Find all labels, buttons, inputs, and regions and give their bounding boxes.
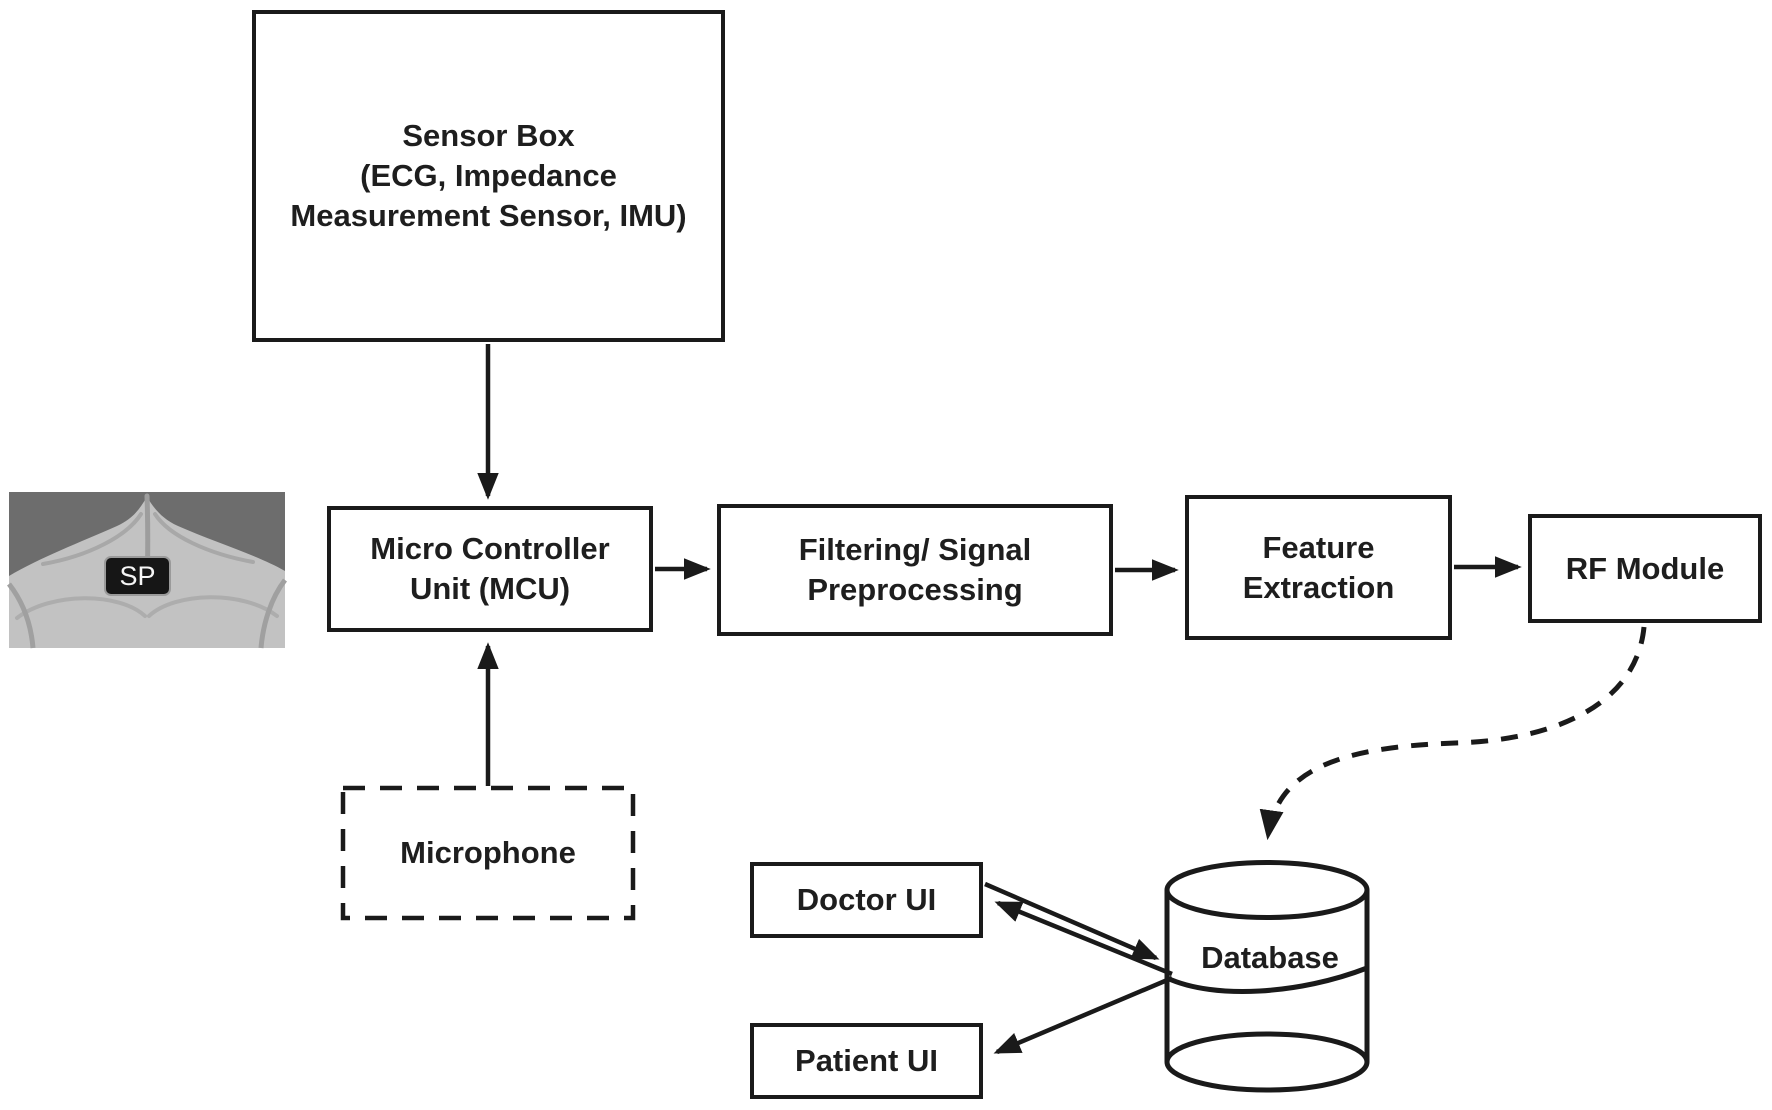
arrow-database-to-doctor <box>994 900 1173 977</box>
feature-extraction-label-line1: Feature <box>1262 529 1375 565</box>
feature-extraction-node: Feature Extraction <box>1185 495 1452 640</box>
microphone-node: Microphone <box>343 788 633 918</box>
mcu-node: Micro Controller Unit (MCU) <box>327 506 653 632</box>
rf-module-label: RF Module <box>1565 550 1725 586</box>
mcu-label-line2: Unit (MCU) <box>409 571 571 606</box>
arrow-doctor-to-database <box>984 881 1160 961</box>
sensor-box-label-line1: Sensor Box <box>402 118 575 153</box>
doctor-ui-label: Doctor UI <box>796 882 937 917</box>
database-cylinder <box>1164 860 1370 1093</box>
filtering-label-line1: Filtering/ Signal <box>798 532 1032 567</box>
sensor-box-node: Sensor Box (ECG, Impedance Measurement S… <box>252 10 725 342</box>
sensor-box-label-line3: Measurement Sensor, IMU) <box>290 198 687 233</box>
mcu-label-line1: Micro Controller <box>370 531 610 566</box>
filtering-label-line2: Preprocessing <box>807 572 1023 607</box>
arrows <box>477 344 1647 1055</box>
microphone-label: Microphone <box>400 835 576 870</box>
database-wave-divider <box>1165 965 1368 994</box>
arrow-database-to-patient <box>993 975 1173 1055</box>
sp-badge: SP <box>104 556 171 596</box>
doctor-ui-node: Doctor UI <box>750 862 983 938</box>
arrow-rf-to-database-dashed <box>1259 626 1647 841</box>
patient-ui-label: Patient UI <box>795 1043 938 1078</box>
rf-module-node: RF Module <box>1528 514 1762 623</box>
sensor-box-label-line2: (ECG, Impedance <box>360 158 617 193</box>
microphone-dashed-border <box>340 785 636 921</box>
feature-extraction-label-line2: Extraction <box>1242 569 1395 605</box>
database-label: Database <box>1201 940 1339 975</box>
filtering-node: Filtering/ Signal Preprocessing <box>717 504 1113 636</box>
patient-ui-node: Patient UI <box>750 1023 983 1099</box>
